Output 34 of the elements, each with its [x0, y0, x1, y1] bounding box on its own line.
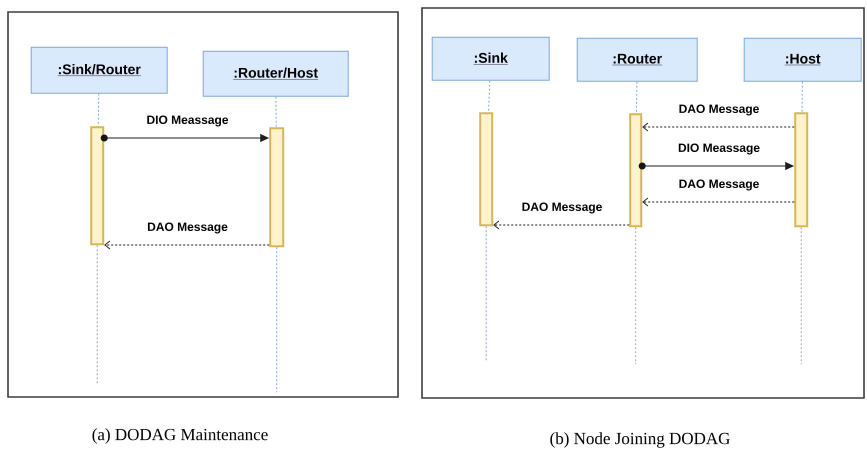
message-label: DAO Message — [520, 202, 604, 214]
lifeline-header: :Router/Host — [202, 50, 349, 97]
message-label: DIO Meassage — [146, 114, 230, 128]
lifeline-header: :Sink — [432, 36, 550, 81]
lifeline — [802, 81, 803, 113]
message-label: DAO Message — [678, 178, 760, 192]
lifeline — [636, 81, 638, 114]
lifeline-header: :Host — [744, 38, 862, 82]
panel-caption: (b) Node Joining DODAG — [550, 432, 730, 448]
panel-caption: (a) DODAG Maintenance — [92, 428, 268, 444]
message-label: DIO Meassage — [677, 142, 762, 156]
activation-bar — [90, 126, 104, 246]
message-arrow — [493, 220, 630, 230]
activation-bar — [479, 112, 494, 226]
message-arrow — [104, 240, 270, 250]
lifeline — [96, 244, 98, 384]
activation-bar — [794, 112, 808, 228]
lifeline — [486, 226, 487, 363]
lifeline — [98, 93, 100, 127]
activation-bar — [629, 113, 642, 228]
lifeline — [276, 246, 278, 393]
lifeline-header: :Router — [576, 38, 698, 82]
panel-frame — [7, 11, 399, 398]
activation-bar — [269, 127, 284, 248]
lifeline — [488, 80, 490, 113]
lifeline — [800, 226, 802, 365]
message-arrow — [642, 198, 795, 206]
lifeline-header: :Sink/Router — [30, 46, 168, 94]
message-arrow — [642, 122, 795, 132]
panel-frame — [421, 7, 865, 399]
lifeline — [635, 226, 636, 365]
lifeline — [275, 96, 277, 128]
message-label: DAO Message — [678, 104, 760, 116]
message-label: DAO Message — [146, 222, 229, 234]
